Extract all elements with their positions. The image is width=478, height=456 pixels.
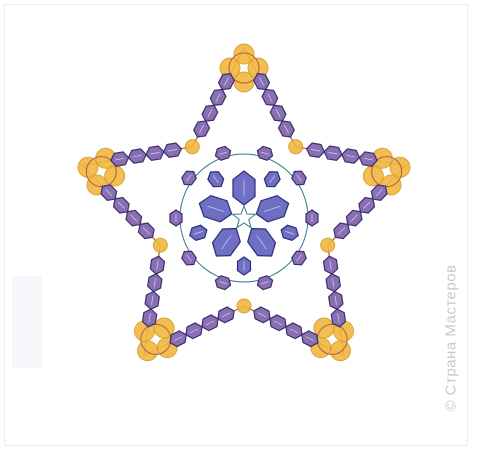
medium-bead — [279, 224, 300, 242]
gold-bead — [390, 157, 410, 177]
gold-bead — [138, 341, 158, 361]
small-bead — [306, 210, 318, 226]
small-bead — [183, 321, 205, 341]
small-bead — [289, 168, 308, 188]
small-bead — [199, 313, 221, 333]
small-bead — [150, 255, 165, 275]
small-bead — [214, 275, 233, 291]
small-bead — [256, 145, 275, 161]
small-bead — [323, 145, 343, 161]
small-bead — [147, 273, 162, 293]
gold-bead — [105, 166, 125, 186]
large-bead — [233, 171, 255, 205]
small-bead — [306, 142, 326, 158]
small-bead — [341, 148, 361, 164]
gold-bead — [321, 238, 335, 252]
large-bead — [243, 222, 281, 262]
large-bead — [253, 193, 292, 224]
gold-bead — [78, 157, 98, 177]
small-bead — [214, 145, 233, 161]
gold-bead — [363, 166, 383, 186]
small-bead — [163, 142, 183, 158]
medium-bead — [188, 224, 209, 242]
small-bead — [267, 313, 289, 333]
small-bead — [179, 168, 198, 188]
gold-bead — [330, 341, 350, 361]
gold-bead — [185, 140, 199, 154]
small-bead — [289, 248, 308, 268]
small-bead — [127, 148, 147, 164]
medium-bead — [262, 168, 283, 190]
watermark-text: © Страна Мастеров — [443, 264, 460, 411]
small-bead — [256, 275, 275, 291]
small-bead — [170, 210, 182, 226]
small-bead — [179, 248, 198, 268]
large-bead — [196, 193, 235, 224]
gold-bead — [289, 140, 303, 154]
gold-bead — [153, 238, 167, 252]
small-bead — [283, 321, 305, 341]
small-bead — [323, 255, 338, 275]
small-bead — [144, 291, 159, 311]
small-bead — [215, 305, 237, 325]
large-bead — [208, 222, 246, 262]
small-bead — [145, 145, 165, 161]
small-bead — [328, 291, 343, 311]
medium-bead — [238, 257, 251, 275]
small-bead — [325, 273, 340, 293]
gold-bead — [237, 299, 251, 313]
medium-bead — [205, 168, 226, 190]
gold-bead — [234, 72, 254, 92]
center-star-thread — [233, 206, 256, 228]
small-bead — [251, 305, 273, 325]
